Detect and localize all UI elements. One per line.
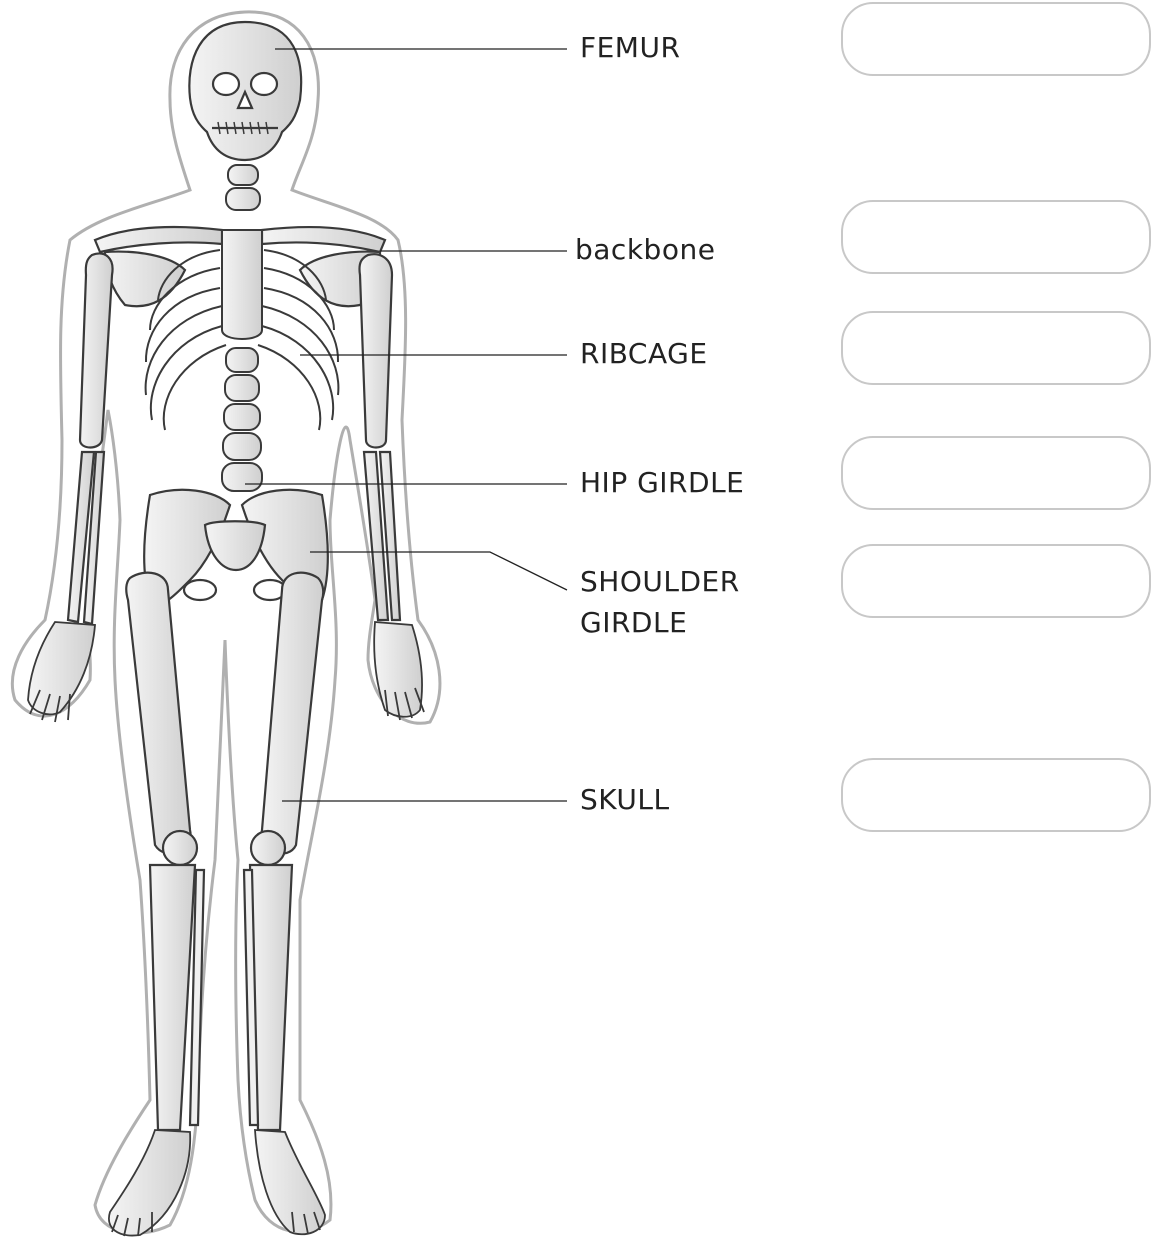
label-femur: FEMUR [580,28,680,69]
label-ribcage: RIBCAGE [580,334,708,375]
label-hip-girdle: HIP GIRDLE [580,463,744,504]
answer-box-6[interactable] [841,758,1151,832]
answer-box-2[interactable] [841,200,1151,274]
answer-box-3[interactable] [841,311,1151,385]
skeleton-illustration [0,0,460,1243]
answer-box-5[interactable] [841,544,1151,618]
answer-box-4[interactable] [841,436,1151,510]
label-shoulder-girdle: SHOULDER GIRDLE [580,562,740,643]
label-skull: SKULL [580,780,670,821]
answer-box-1[interactable] [841,2,1151,76]
label-backbone: backbone [575,230,715,271]
